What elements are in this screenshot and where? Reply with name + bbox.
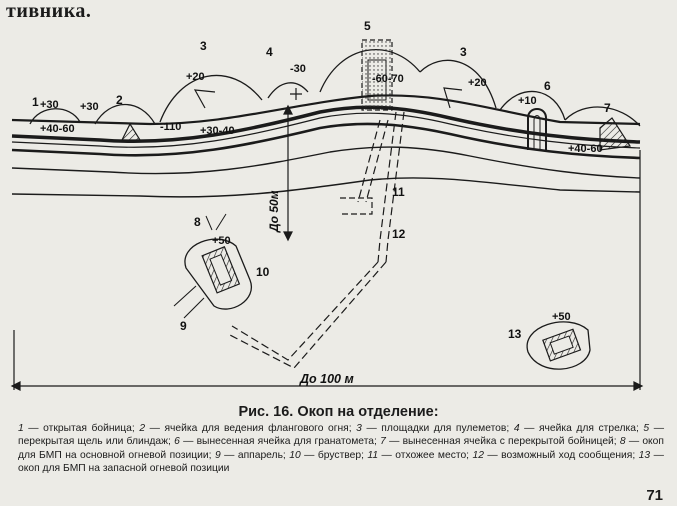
label-num-5: 5: [364, 19, 371, 33]
legend-item: 13 — окоп для БМП на запасной огневой по…: [18, 449, 664, 474]
bmp-trench-13: [526, 321, 591, 370]
label-num-4: 4: [266, 45, 273, 59]
legend-item: 1 — открытая бойница;: [18, 423, 135, 434]
legend-item: 4 — ячейка для стрелка;: [513, 423, 639, 434]
figure-caption-title: Рис. 16. Окоп на отделение:: [238, 404, 439, 420]
legend-item: 9 — аппарель;: [214, 449, 286, 461]
elev-8: +40-60: [568, 143, 603, 155]
comm-trench-12: [227, 111, 405, 369]
page-number: 71: [646, 487, 663, 504]
number-labels: 1 2 3 3 4 5 6 7 8 9 10 11 12 13: [32, 19, 611, 341]
elev-1b: +30: [80, 101, 99, 113]
legend-item: 7 — вынесенная ячейка с перекрытой бойни…: [380, 436, 617, 448]
elev-10: +50: [552, 311, 571, 323]
label-num-12: 12: [392, 227, 406, 241]
bmp-trench-8: [173, 213, 253, 319]
label-num-3a: 3: [200, 39, 207, 53]
elev-2: -110: [160, 121, 181, 133]
label-num-8: 8: [194, 215, 201, 229]
label-num-13: 13: [508, 327, 522, 341]
elev-4: +30-40: [200, 125, 235, 137]
elev-9: +50: [212, 235, 231, 247]
label-num-3b: 3: [460, 45, 467, 59]
elev-1a: +30: [40, 99, 59, 111]
legend-item: 5 — перекрытая щель или блиндаж;: [18, 423, 664, 448]
elev-6: -60-70: [372, 73, 404, 85]
elev-3b: +20: [468, 77, 487, 89]
elev-5: -30: [290, 63, 306, 75]
dugout-5: [361, 39, 393, 111]
trench-diagram: 1 2 3 3 4 5 6 7 8 9 10 11 12 13 +30 +30 …: [10, 19, 644, 391]
label-num-7: 7: [604, 101, 611, 115]
elev-3a: +20: [186, 71, 205, 83]
label-num-6: 6: [544, 79, 551, 93]
legend-item: 8 — окоп для БМП на основной огневой поз…: [18, 436, 664, 461]
label-num-11: 11: [392, 185, 405, 199]
label-num-2: 2: [116, 93, 123, 107]
label-num-1: 1: [32, 95, 39, 109]
distance-50-label: До 50м: [267, 190, 281, 233]
figure-legend: 1 — открытая бойница; 2 — ячейка для вед…: [18, 422, 664, 475]
distance-arrows: [10, 104, 644, 391]
label-num-10: 10: [256, 265, 270, 279]
cell-6-7: [527, 108, 632, 151]
embrasures: [121, 87, 463, 141]
elevation-labels: +30 +30 +40-60 -110 +20 +20 +30-40 -30 -…: [40, 63, 603, 323]
elev-7: +10: [518, 95, 537, 107]
parapet-mounds: [29, 49, 641, 127]
legend-item: 6 — вынесенная ячейка для гранатомета;: [174, 436, 377, 448]
legend-item: 2 — ячейка для ведения флангового огня;: [139, 423, 352, 434]
label-num-9: 9: [180, 319, 187, 333]
legend-item: 10 — бруствер;: [289, 449, 364, 461]
latrine-11: [340, 197, 373, 215]
distance-100-label: До 100 м: [299, 372, 354, 386]
legend-item: 12 — возможный ход сообщения;: [472, 449, 636, 461]
legend-item: 3 — площадки для пулеметов;: [356, 423, 510, 434]
elev-1c: +40-60: [40, 123, 75, 135]
legend-item: 11 — отхожее место;: [367, 449, 470, 461]
page-heading: тивника.: [6, 0, 92, 22]
